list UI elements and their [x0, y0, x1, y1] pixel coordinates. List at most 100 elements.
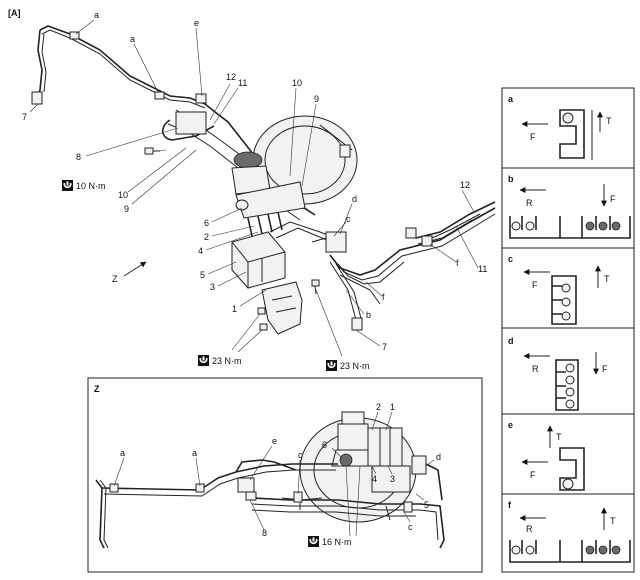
callout-7-left: 7 [22, 112, 27, 122]
panel-b-label: b [508, 174, 514, 184]
clamp-f-right [421, 235, 433, 247]
callout-b: b [366, 310, 371, 320]
panel-c-label: c [508, 254, 513, 264]
inset-callout-e: e [272, 436, 277, 446]
torque-10-label: 10 N·m [76, 181, 106, 191]
main-view [29, 19, 496, 357]
right-fitting [405, 227, 417, 239]
bolt-lower-1 [257, 307, 266, 315]
clip-e [559, 447, 585, 491]
clip-d [555, 359, 579, 411]
inset-callout-8: 8 [262, 528, 267, 538]
hydraulic-unit [231, 231, 286, 289]
callout-12: 12 [226, 72, 236, 82]
callout-9-top: 9 [314, 94, 319, 104]
detail-panel-c: c F T [508, 254, 610, 325]
panel-b-arrow-f-label: F [610, 194, 616, 204]
view-z-label: Z [112, 274, 118, 284]
inset-callout-4: 4 [372, 474, 377, 484]
torque-23-left-icon [197, 354, 210, 367]
bolt-lower-2 [259, 323, 268, 331]
clip-c [551, 275, 577, 325]
panel-f-label: f [508, 500, 512, 510]
panel-d-arrow-r-label: R [532, 364, 539, 374]
inset-callout-5: 5 [424, 500, 429, 510]
callout-9-left: 9 [124, 204, 129, 214]
callout-d: d [352, 194, 357, 204]
detail-panels [501, 87, 635, 573]
panel-b-arrow-r-label: R [526, 198, 533, 208]
callout-11: 11 [238, 78, 247, 88]
lower-hose-fitting [351, 317, 363, 331]
detail-panel-f: f R T [508, 500, 631, 563]
panel-a-label: a [508, 94, 514, 104]
panel-e-arrow-t-label: T [556, 432, 562, 442]
panel-f-arrow-t-label: T [610, 516, 616, 526]
inset-callout-6: 6 [322, 440, 327, 450]
callout-f-mid: f [382, 292, 385, 302]
clamp-e [195, 93, 207, 104]
clip-f [509, 540, 631, 563]
clip-a [559, 109, 585, 159]
inset-callout-c2: c [408, 522, 413, 532]
inset-callout-2: 2 [376, 402, 381, 412]
inset-callout-d: d [436, 452, 441, 462]
detail-panel-a: a F T [508, 94, 612, 160]
callout-5: 5 [200, 270, 205, 280]
torque-23-right: 23 N·m [325, 359, 370, 372]
panel-f-arrow-r-label: R [526, 524, 533, 534]
proportioning-valve [175, 111, 207, 135]
panel-d-label: d [508, 336, 514, 346]
inset-callout-a2: a [192, 448, 197, 458]
torque-23-left: 23 N·m [197, 354, 242, 367]
panel-e-arrow-f-label: F [530, 470, 536, 480]
torque-23-right-label: 23 N·m [340, 361, 370, 371]
torque-16-label: 16 N·m [322, 537, 352, 547]
bracket [261, 281, 303, 335]
callout-10-top: 10 [292, 78, 302, 88]
panel-e-label: e [508, 420, 513, 430]
panel-c-arrow-t-label: T [604, 274, 610, 284]
panel-c-arrow-f-label: F [532, 280, 538, 290]
inset-callout-c1: c [298, 450, 303, 460]
figure-label: [A] [8, 8, 21, 18]
bolt-right [311, 279, 320, 295]
callout-4: 4 [198, 246, 203, 256]
torque-10: 10 N·m [61, 179, 106, 192]
callout-a-mid: a [130, 34, 135, 44]
inset-callout-a1: a [120, 448, 125, 458]
torque-16-icon [307, 535, 320, 548]
junction-block-d [325, 231, 347, 253]
callout-c: c [346, 214, 351, 224]
detail-panel-e: e T F [508, 420, 585, 491]
torque-23-right-icon [325, 359, 338, 372]
torque-16: 16 N·m [307, 535, 352, 548]
panel-a-arrow-t-label: T [606, 116, 612, 126]
callout-3: 3 [210, 282, 215, 292]
callout-10-left: 10 [118, 190, 128, 200]
callout-11-right: 11 [478, 264, 487, 274]
callout-e: e [194, 18, 199, 28]
inset-callout-1: 1 [390, 402, 395, 412]
clamp-a-top [69, 31, 80, 40]
callout-f-right: f [456, 258, 459, 268]
callout-2: 2 [204, 232, 209, 242]
inset-view-z: Z [87, 377, 483, 573]
reservoir-cap [233, 151, 263, 169]
detail-panel-d: d R F [508, 336, 608, 411]
left-hose-fitting [31, 91, 43, 105]
clamp-a-mid [154, 91, 165, 100]
callout-a-top: a [94, 10, 99, 20]
torque-10-icon [61, 179, 74, 192]
inset-callout-3: 3 [390, 474, 395, 484]
inset-z-title: Z [94, 384, 100, 394]
clip-b [509, 216, 631, 239]
callout-12-right: 12 [460, 180, 470, 190]
callout-1: 1 [232, 304, 237, 314]
detail-panel-b: b R F [508, 174, 631, 239]
torque-23-left-label: 23 N·m [212, 356, 242, 366]
callout-7-bottom: 7 [382, 342, 387, 352]
view-z-arrow [123, 261, 147, 277]
panel-d-arrow-f-label: F [602, 364, 608, 374]
